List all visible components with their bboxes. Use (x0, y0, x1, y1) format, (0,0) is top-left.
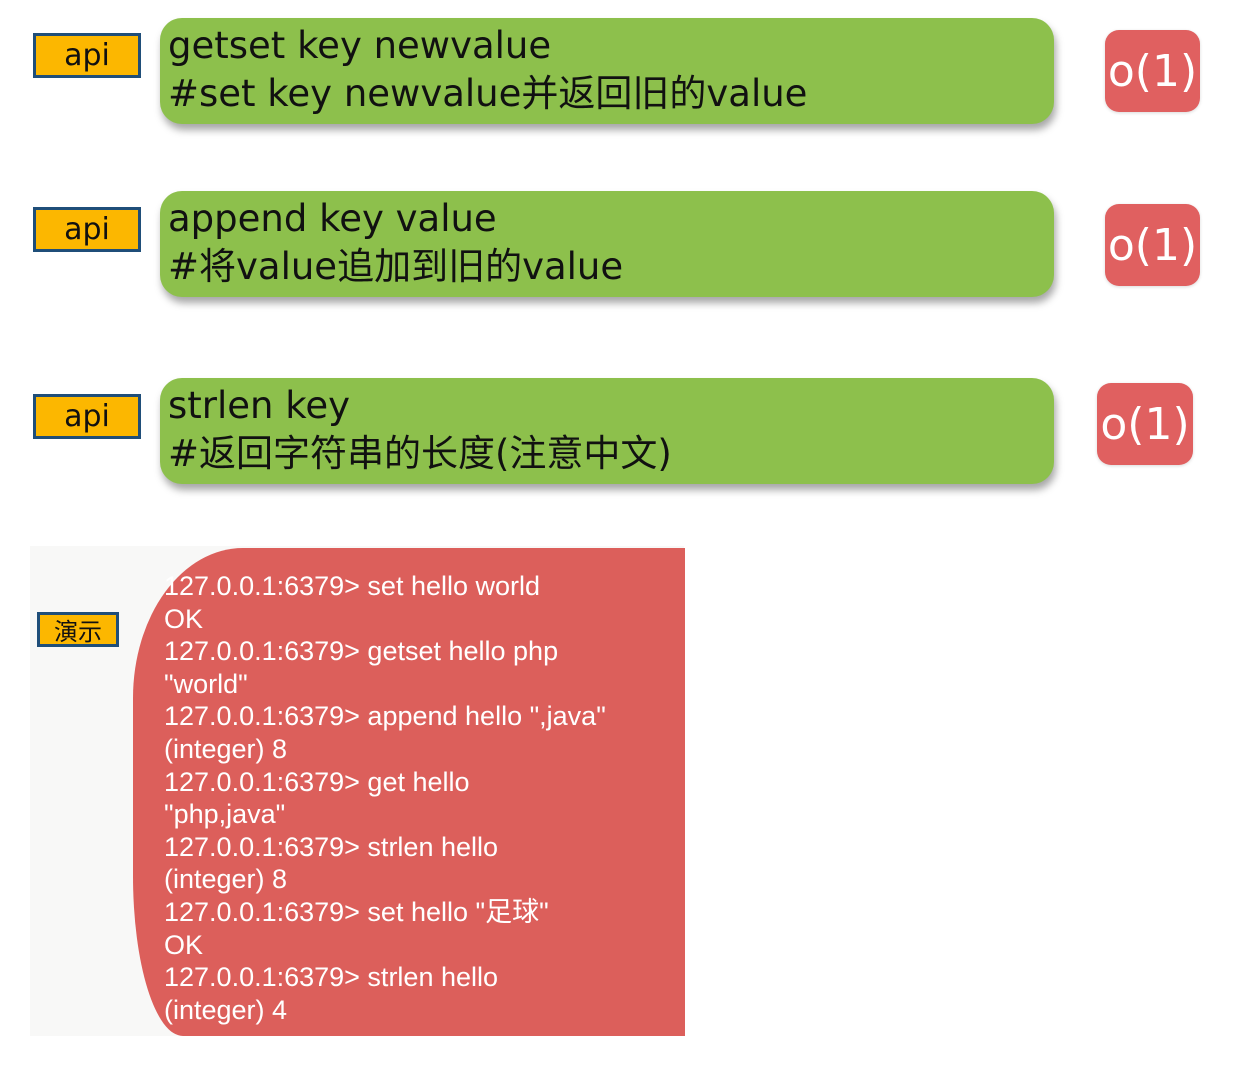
command-box-getset: getset key newvalue #set key newvalue并返回… (160, 18, 1054, 124)
terminal-line: 127.0.0.1:6379> set hello world (164, 571, 541, 601)
complexity-badge-getset: o(1) (1105, 30, 1200, 112)
command-description: #将value追加到旧的value (168, 245, 624, 288)
terminal-line: "world" (164, 668, 248, 699)
terminal-line: (integer) 8 (164, 864, 288, 895)
terminal-line: 127.0.0.1:6379> get hello (164, 766, 470, 797)
api-tag-getset: api (33, 33, 141, 78)
api-tag-strlen: api (33, 394, 141, 439)
command-syntax: append key value (168, 197, 497, 240)
terminal-line: 127.0.0.1:6379> append hello ",java" (164, 701, 606, 732)
command-box-append: append key value #将value追加到旧的value (160, 191, 1054, 297)
terminal-line: (integer) 8 (164, 733, 288, 764)
terminal-line: 127.0.0.1:6379> set hello "足球" (164, 896, 549, 927)
command-description: #返回字符串的长度(注意中文) (168, 432, 672, 475)
terminal-line: OK (164, 603, 204, 634)
terminal-line: "php,java" (164, 799, 286, 830)
terminal-line: 127.0.0.1:6379> strlen hello (164, 831, 499, 862)
complexity-badge-strlen: o(1) (1097, 383, 1193, 465)
terminal-line: (integer) 4 (164, 994, 288, 1025)
api-tag-append: api (33, 207, 141, 252)
terminal-line: 127.0.0.1:6379> getset hello php (164, 636, 559, 667)
terminal-demo: 127.0.0.1:6379> set hello world OK 127.0… (133, 548, 685, 1036)
command-syntax: strlen key (168, 384, 351, 427)
terminal-line: OK (164, 929, 204, 960)
complexity-badge-append: o(1) (1105, 204, 1200, 286)
command-syntax: getset key newvalue (168, 24, 552, 67)
terminal-line: 127.0.0.1:6379> strlen hello (164, 962, 499, 993)
command-box-strlen: strlen key #返回字符串的长度(注意中文) (160, 378, 1054, 484)
demo-tag: 演示 (37, 612, 119, 647)
command-description: #set key newvalue并返回旧的value (168, 72, 808, 115)
